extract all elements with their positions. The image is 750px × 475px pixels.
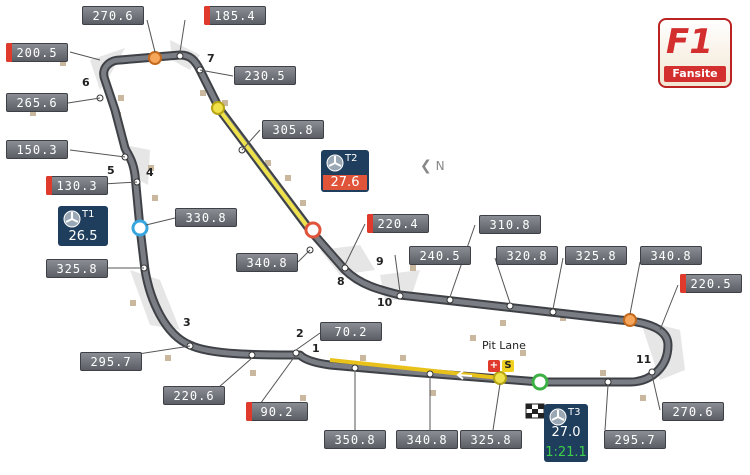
speed-label: 270.6 — [662, 402, 724, 421]
stopwatch-icon — [63, 210, 81, 228]
corner-7: 7 — [207, 52, 215, 65]
speed-label: 320.8 — [496, 246, 558, 265]
sector-panel-t2: T2 27.6 — [321, 150, 369, 192]
sector-label: T3 — [568, 407, 581, 418]
compass-arrow-icon: ❮ — [420, 158, 432, 174]
speed-label: 240.5 — [409, 246, 471, 265]
speed-label: 310.8 — [479, 215, 541, 234]
logo-f1-text: F1 — [666, 22, 713, 62]
corner-1: 1 — [312, 342, 320, 355]
speed-label: 330.8 — [175, 208, 237, 227]
speed-label: 200.5 — [6, 43, 68, 62]
north-label: N — [435, 159, 445, 173]
speed-label: 295.7 — [80, 352, 142, 371]
checkered-flag-icon — [525, 403, 545, 419]
f1-fansite-logo[interactable]: F1 Fansite — [658, 18, 732, 88]
north-indicator: ❮ N — [420, 158, 445, 174]
pit-badges: +S — [488, 353, 516, 372]
sector-time: 26.5 — [68, 229, 98, 244]
sector-time: 27.0 — [551, 425, 581, 440]
sector-marker-t1 — [131, 219, 149, 237]
sector-panel-t1: T1 26.5 — [58, 206, 108, 246]
marker-orange-t11 — [623, 313, 637, 327]
corner-3: 3 — [183, 316, 191, 329]
corner-8: 8 — [337, 275, 345, 288]
sector-time: 27.6 — [323, 175, 367, 190]
marker-yellow-drs — [211, 101, 225, 115]
speed-label: 325.8 — [460, 430, 522, 449]
corner-9: 9 — [376, 255, 384, 268]
pit-lane-label: Pit Lane — [482, 339, 526, 352]
speed-label: 90.2 — [246, 402, 308, 421]
speed-label: 220.4 — [367, 214, 429, 233]
speed-label: 220.6 — [163, 386, 225, 405]
drs-zone-back-straight — [216, 106, 312, 232]
speed-label: 350.8 — [324, 430, 386, 449]
speed-label: 340.8 — [236, 253, 298, 272]
speed-label: 305.8 — [262, 120, 324, 139]
speed-label: 270.6 — [82, 6, 144, 25]
speed-label: 185.4 — [204, 6, 266, 25]
pit-plus-icon: + — [488, 360, 500, 372]
stopwatch-icon — [549, 408, 567, 426]
sector-marker-t2 — [304, 221, 322, 239]
corner-2: 2 — [296, 327, 304, 340]
corner-5: 5 — [107, 164, 115, 177]
speed-label: 295.7 — [604, 430, 666, 449]
corner-11: 11 — [636, 353, 652, 366]
stopwatch-icon — [326, 154, 344, 172]
speed-label: 130.3 — [46, 176, 108, 195]
speed-label: 340.8 — [396, 430, 458, 449]
sector-panel-t3: T3 27.0 1:21.1 — [544, 404, 588, 462]
sector-label: T1 — [82, 209, 95, 220]
speed-label: 150.3 — [6, 140, 68, 159]
marker-orange-t6 — [148, 51, 162, 65]
sector-label: T2 — [345, 153, 358, 164]
speed-label: 265.6 — [6, 93, 68, 112]
marker-yellow-pit — [493, 371, 507, 385]
runoff-t11 — [640, 320, 685, 380]
gravel-markers — [30, 60, 671, 401]
speed-label: 70.2 — [320, 322, 382, 341]
logo-fansite-text: Fansite — [664, 66, 726, 82]
pit-s-badge: S — [502, 360, 514, 372]
speed-label: 230.5 — [234, 66, 296, 85]
corner-6: 6 — [82, 76, 90, 89]
pit-arrow — [456, 370, 473, 380]
speed-label: 325.8 — [565, 246, 627, 265]
sector-marker-t3 — [531, 373, 549, 391]
speed-label: 325.8 — [46, 259, 108, 278]
corner-4: 4 — [146, 166, 154, 179]
speed-label: 340.8 — [640, 246, 702, 265]
corner-10: 10 — [377, 296, 393, 309]
speed-label: 220.5 — [680, 274, 742, 293]
lap-time: 1:21.1 — [545, 445, 587, 460]
